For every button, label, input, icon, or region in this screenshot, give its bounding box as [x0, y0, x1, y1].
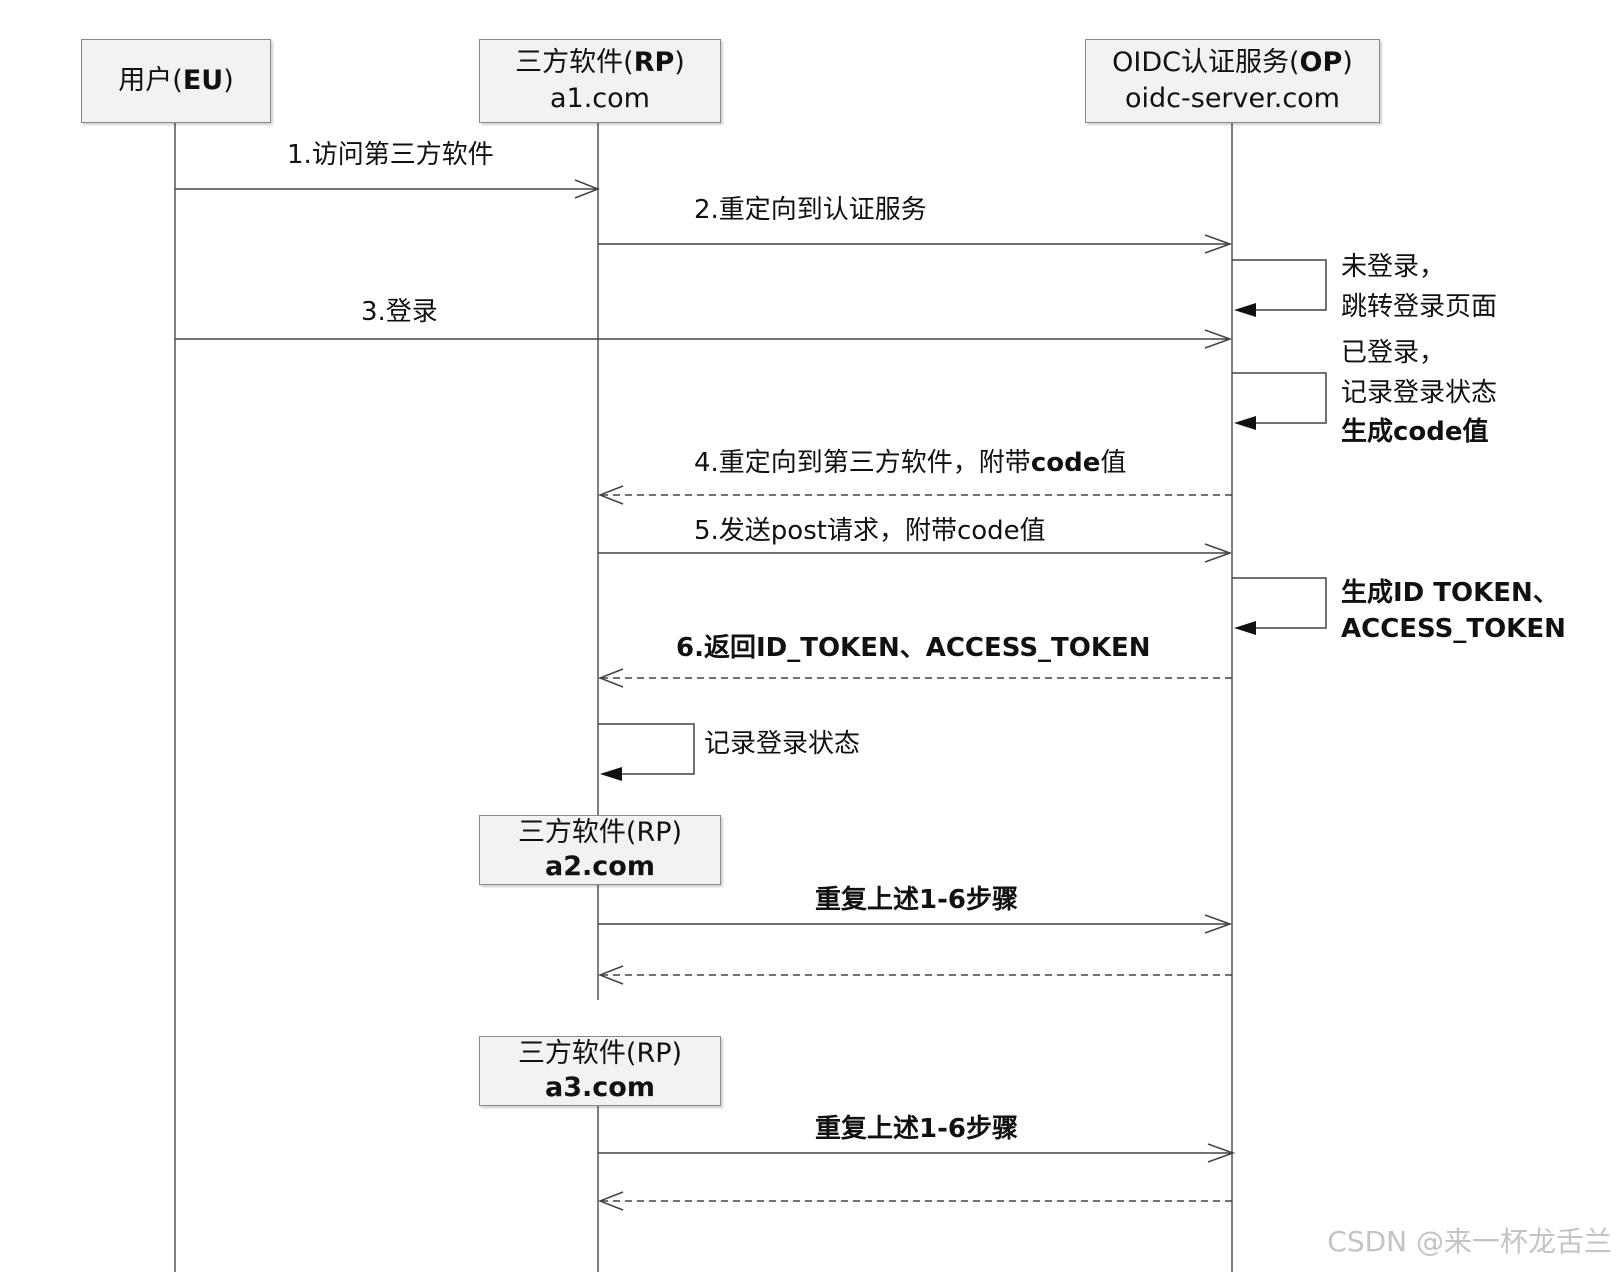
- self-loop-gen-tokens-head: [1234, 621, 1256, 635]
- participant-rp-a2-host: a2.com: [545, 851, 655, 882]
- note-gen-tokens-line1: 生成ID TOKEN、: [1341, 578, 1559, 608]
- self-loop-rp-record: [598, 723, 695, 775]
- self-loop-not-logged-head: [1234, 303, 1256, 317]
- repeat-a3-label: 重复上述1-6步骤: [815, 1114, 1018, 1144]
- message-3-label: 3.登录: [361, 297, 438, 327]
- participant-op-title: OIDC认证服务(OP): [1112, 47, 1353, 78]
- message-4-suffix: 值: [1100, 448, 1127, 478]
- message-6-label: 6.返回ID_TOKEN、ACCESS_TOKEN: [676, 633, 1151, 663]
- participant-op-code: OP: [1299, 47, 1343, 78]
- message-2-label: 2.重定向到认证服务: [694, 195, 927, 225]
- arrow-3-head: [1204, 329, 1233, 349]
- repeat-a2-label: 重复上述1-6步骤: [815, 885, 1018, 915]
- arrow-4-head: [597, 485, 624, 505]
- arrow-5-head: [1204, 543, 1233, 563]
- participant-op-name: OIDC认证服务: [1112, 47, 1289, 78]
- participant-rp: 三方软件(RP) a1.com: [479, 39, 721, 123]
- participant-eu-code: EU: [182, 65, 224, 96]
- note-logged-line2: 记录登录状态: [1341, 378, 1498, 408]
- note-gen-tokens-line2: ACCESS_TOKEN: [1341, 614, 1566, 644]
- participant-rp-a2: 三方软件(RP) a2.com: [479, 815, 721, 885]
- self-loop-logged: [1232, 372, 1327, 424]
- note-rp-record: 记录登录状态: [704, 729, 861, 759]
- note-logged-line1: 已登录，: [1341, 338, 1446, 368]
- participant-rp-a3: 三方软件(RP) a3.com: [479, 1036, 721, 1106]
- message-1-label: 1.访问第三方软件: [287, 140, 494, 170]
- arrow-2-head: [1204, 234, 1233, 254]
- participant-rp-name: 三方软件: [515, 47, 624, 78]
- watermark: CSDN @来一杯龙舌兰: [1327, 1225, 1612, 1258]
- message-4-code: code: [1030, 448, 1101, 478]
- participant-op: OIDC认证服务(OP) oidc-server.com: [1085, 39, 1380, 123]
- note-not-logged-line2: 跳转登录页面: [1341, 292, 1498, 322]
- arrow-a3-head: [1207, 1143, 1236, 1163]
- participant-rp-a3-title: 三方软件(RP): [517, 1038, 683, 1069]
- arrow-a2-head: [1204, 914, 1233, 934]
- message-4-text: 4.重定向到第三方软件，附带: [694, 448, 1031, 478]
- message-4-label: 4.重定向到第三方软件，附带code值: [694, 446, 1126, 480]
- self-loop-rp-record-head: [600, 767, 622, 781]
- participant-rp-code: RP: [633, 47, 675, 78]
- participant-eu-label: 用户(EU): [118, 65, 234, 96]
- participant-rp-a3-host: a3.com: [545, 1072, 655, 1103]
- message-5-label: 5.发送post请求，附带code值: [694, 516, 1046, 546]
- arrow-6-head: [597, 668, 624, 688]
- participant-rp-title: 三方软件(RP): [515, 47, 685, 78]
- note-logged-line3: 生成code值: [1341, 417, 1489, 447]
- participant-op-host: oidc-server.com: [1125, 83, 1340, 114]
- arrow-1-head: [574, 179, 601, 199]
- arrow-a2-return-head: [597, 965, 624, 985]
- participant-rp-a2-title: 三方软件(RP): [517, 817, 683, 848]
- arrow-a3-return-head: [597, 1191, 624, 1211]
- self-loop-logged-head: [1234, 416, 1256, 430]
- self-loop-not-logged: [1232, 259, 1327, 311]
- note-not-logged-line1: 未登录，: [1341, 252, 1446, 282]
- participant-eu: 用户(EU): [81, 39, 271, 123]
- self-loop-gen-tokens: [1232, 577, 1327, 629]
- participant-rp-host: a1.com: [550, 83, 650, 114]
- participant-eu-name: 用户: [118, 65, 173, 96]
